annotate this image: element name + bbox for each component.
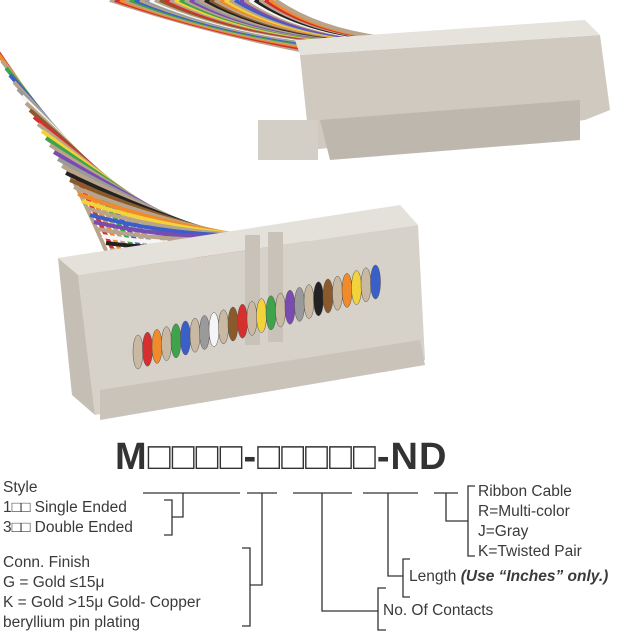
- wire-end: [303, 284, 315, 319]
- cable-twisted-pair: K=Twisted Pair: [478, 543, 582, 560]
- cable-multicolor: R=Multi-color: [478, 503, 570, 520]
- wire-end: [151, 329, 163, 364]
- finish-gold-g: G = Gold ≤15μ: [3, 574, 105, 591]
- wire-end: [265, 295, 277, 331]
- rear-connector: [258, 20, 610, 160]
- wire-end: [284, 289, 296, 325]
- wire-end: [199, 315, 210, 350]
- wire-end: [370, 264, 381, 300]
- wire-end: [313, 281, 324, 317]
- wire-end: [246, 301, 258, 336]
- finish-gold-k-note: beryllium pin plating: [3, 614, 140, 631]
- cable-gray: J=Gray: [478, 523, 529, 540]
- style-single-ended: 1□□ Single Ended: [3, 499, 127, 516]
- length-label: Length (Use “Inches” only.): [409, 567, 608, 587]
- wire-end: [208, 312, 220, 347]
- length-note: (Use “Inches” only.): [460, 568, 609, 585]
- wire-end: [275, 292, 286, 328]
- wire-end: [322, 278, 334, 314]
- finish-title: Conn. Finish: [3, 554, 91, 571]
- style-double-ended: 3□□ Double Ended: [3, 519, 133, 536]
- cable-title: Ribbon Cable: [478, 483, 572, 500]
- callout-lines: [143, 485, 475, 631]
- part-number-template: M□□□□-□□□□□-ND: [115, 436, 448, 478]
- wire-end: [227, 306, 239, 342]
- wire-end: [161, 326, 172, 361]
- wire-end: [332, 275, 343, 311]
- wire-end: [237, 303, 248, 339]
- wire-ends: [132, 264, 381, 370]
- wire-end: [170, 323, 182, 359]
- wire-end: [142, 331, 153, 367]
- wire-end: [351, 270, 362, 305]
- wire-end: [360, 267, 372, 303]
- wire-end: [218, 309, 229, 345]
- wire-end: [189, 317, 201, 353]
- wire-end: [132, 334, 144, 370]
- wire-end: [180, 320, 191, 356]
- finish-gold-k: K = Gold >15μ Gold- Copper: [3, 594, 201, 611]
- length-text: Length: [409, 568, 461, 585]
- wire-end: [294, 287, 305, 322]
- contacts-label: No. Of Contacts: [383, 602, 494, 619]
- style-title: Style: [3, 479, 38, 496]
- wire-end: [256, 298, 267, 333]
- wire-end: [341, 273, 353, 308]
